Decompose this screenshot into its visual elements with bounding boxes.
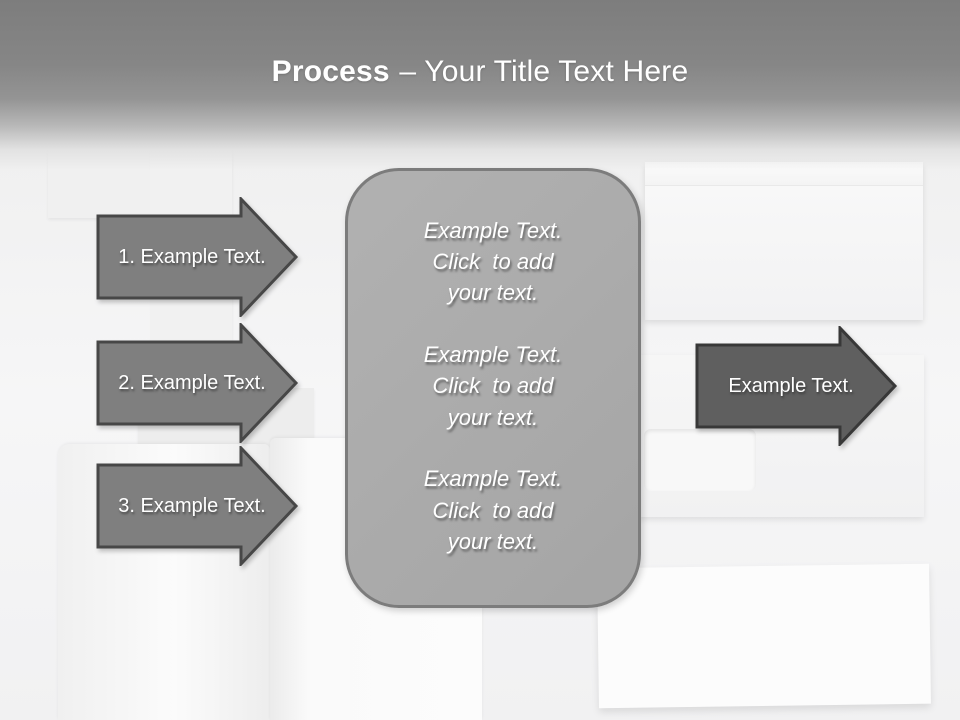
center-text-panel[interactable]: Example Text. Click to add your text. Ex… bbox=[345, 168, 641, 608]
arrow-right-shape bbox=[96, 446, 299, 566]
placeholder-text-block-3[interactable]: Example Text. Click to add your text. bbox=[423, 466, 563, 554]
slide-title: Process – Your Title Text Here bbox=[0, 55, 960, 89]
process-arrow-label: 1. Example Text. bbox=[118, 245, 266, 268]
arrow-right-shape bbox=[96, 197, 299, 317]
process-arrow-label: 3. Example Text. bbox=[118, 494, 266, 517]
background-envelope bbox=[645, 162, 923, 320]
process-arrow-label: 2. Example Text. bbox=[118, 371, 266, 394]
title-bar: Process – Your Title Text Here bbox=[0, 0, 960, 170]
process-arrow-3[interactable]: 3. Example Text. bbox=[96, 446, 299, 566]
process-arrow-1[interactable]: 1. Example Text. bbox=[96, 197, 299, 317]
arrow-right-shape bbox=[695, 326, 898, 446]
result-arrow-label: Example Text. bbox=[728, 374, 854, 397]
slide-title-rest: – Your Title Text Here bbox=[399, 55, 689, 88]
placeholder-text-block-1[interactable]: Example Text. Click to add your text. bbox=[423, 218, 563, 306]
envelope-window bbox=[644, 429, 756, 491]
slide-title-keyword: Process bbox=[271, 55, 390, 88]
background-sheet bbox=[597, 563, 931, 709]
process-arrow-2[interactable]: 2. Example Text. bbox=[96, 323, 299, 443]
arrow-right-shape bbox=[96, 323, 299, 443]
result-arrow[interactable]: Example Text. bbox=[695, 326, 898, 446]
placeholder-text-block-2[interactable]: Example Text. Click to add your text. bbox=[423, 342, 563, 430]
